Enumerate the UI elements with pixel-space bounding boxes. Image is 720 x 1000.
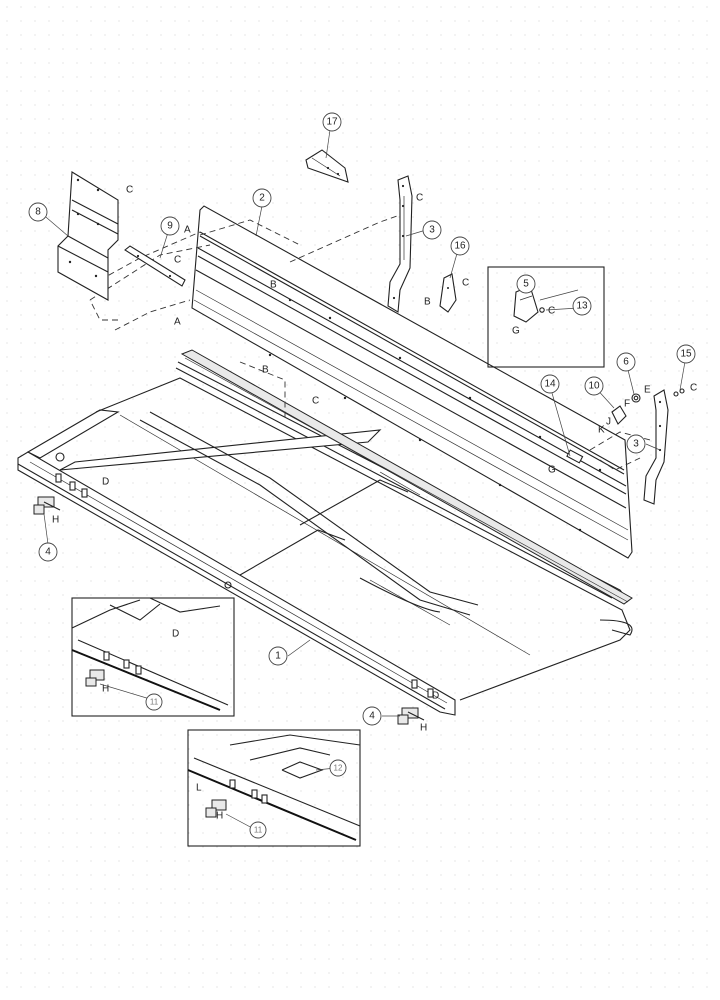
label-c-3: C: [416, 193, 423, 204]
callout-11-inset-2: 11: [249, 821, 267, 839]
label-h-inset: H: [102, 684, 109, 695]
svg-text:15: 15: [680, 349, 692, 360]
label-b-frame: B: [262, 365, 269, 376]
rear-panel: [191, 205, 633, 559]
callout-8: 8: [28, 202, 48, 222]
hinge-4-left: [33, 496, 61, 515]
label-b-panel: B: [270, 280, 277, 291]
svg-text:3: 3: [633, 439, 639, 450]
svg-text:16: 16: [454, 241, 466, 252]
callout-9: 9: [160, 216, 180, 236]
svg-text:17: 17: [326, 117, 338, 128]
svg-text:4: 4: [369, 711, 375, 722]
label-a-bottom: A: [174, 317, 181, 328]
label-e: E: [644, 385, 651, 396]
callout-13: 13: [572, 296, 592, 316]
label-g-detail: G: [512, 326, 520, 337]
svg-text:14: 14: [544, 379, 556, 390]
svg-text:4: 4: [45, 547, 51, 558]
label-j: J: [606, 417, 611, 428]
letter-labels: A A B B B C C C C C C C D D D E F G G H …: [52, 185, 697, 822]
hinge-4-right: [397, 707, 425, 725]
svg-text:3: 3: [429, 225, 435, 236]
callout-17: 17: [322, 112, 342, 132]
svg-text:6: 6: [623, 357, 629, 368]
svg-text:13: 13: [576, 301, 588, 312]
callout-11-inset-1: 11: [145, 693, 163, 711]
label-f: F: [624, 399, 630, 410]
svg-text:11: 11: [254, 826, 263, 835]
detail-inset-12: [187, 729, 361, 847]
bracket-8: [57, 171, 119, 301]
callout-5: 5: [516, 274, 536, 294]
label-k: K: [598, 425, 605, 436]
callout-3-right: 3: [626, 434, 646, 454]
label-c-frame: C: [312, 396, 319, 407]
upright-3-left: [387, 175, 413, 313]
upright-3-right: [643, 389, 669, 505]
label-h-left: H: [52, 515, 59, 526]
label-h-right: H: [420, 723, 427, 734]
strap-9: [124, 245, 186, 287]
callout-4-right: 4: [362, 706, 382, 726]
label-d-rail: D: [102, 477, 109, 488]
clip-16: [439, 273, 457, 313]
detail-inset-11: [71, 597, 235, 717]
label-c-15: C: [690, 383, 697, 394]
label-a-top: A: [184, 225, 191, 236]
callout-12: 12: [329, 759, 347, 777]
svg-text:1: 1: [275, 651, 281, 662]
detail-box-5-13: [487, 266, 605, 368]
washer-6: [631, 393, 641, 403]
callout-6: 6: [616, 352, 636, 372]
clip-10: [611, 405, 627, 425]
fasteners-15: [673, 388, 685, 397]
svg-text:2: 2: [259, 193, 265, 204]
callout-15: 15: [676, 344, 696, 364]
svg-text:10: 10: [588, 381, 600, 392]
svg-text:12: 12: [334, 764, 343, 773]
callout-16: 16: [450, 236, 470, 256]
label-h-inset-2: H: [216, 811, 223, 822]
callout-3-left: 3: [422, 220, 442, 240]
label-c-16: C: [462, 278, 469, 289]
callout-2: 2: [252, 188, 272, 208]
label-l: L: [196, 783, 202, 794]
callout-4-left: 4: [38, 542, 58, 562]
svg-text:8: 8: [35, 207, 41, 218]
label-d-rail-right: D: [432, 691, 439, 702]
main-frame: [17, 349, 633, 716]
callout-10: 10: [584, 376, 604, 396]
callout-14: 14: [540, 374, 560, 394]
bracket-17: [305, 149, 349, 183]
label-c-8: C: [126, 185, 133, 196]
label-g-panel: G: [548, 465, 556, 476]
label-c-13: C: [548, 306, 555, 317]
callout-1: 1: [268, 646, 288, 666]
label-d-inset: D: [172, 629, 179, 640]
label-b-clip: B: [424, 297, 431, 308]
label-c-9: C: [174, 255, 181, 266]
svg-text:5: 5: [523, 279, 529, 290]
svg-text:9: 9: [167, 221, 173, 232]
svg-text:11: 11: [150, 698, 159, 707]
